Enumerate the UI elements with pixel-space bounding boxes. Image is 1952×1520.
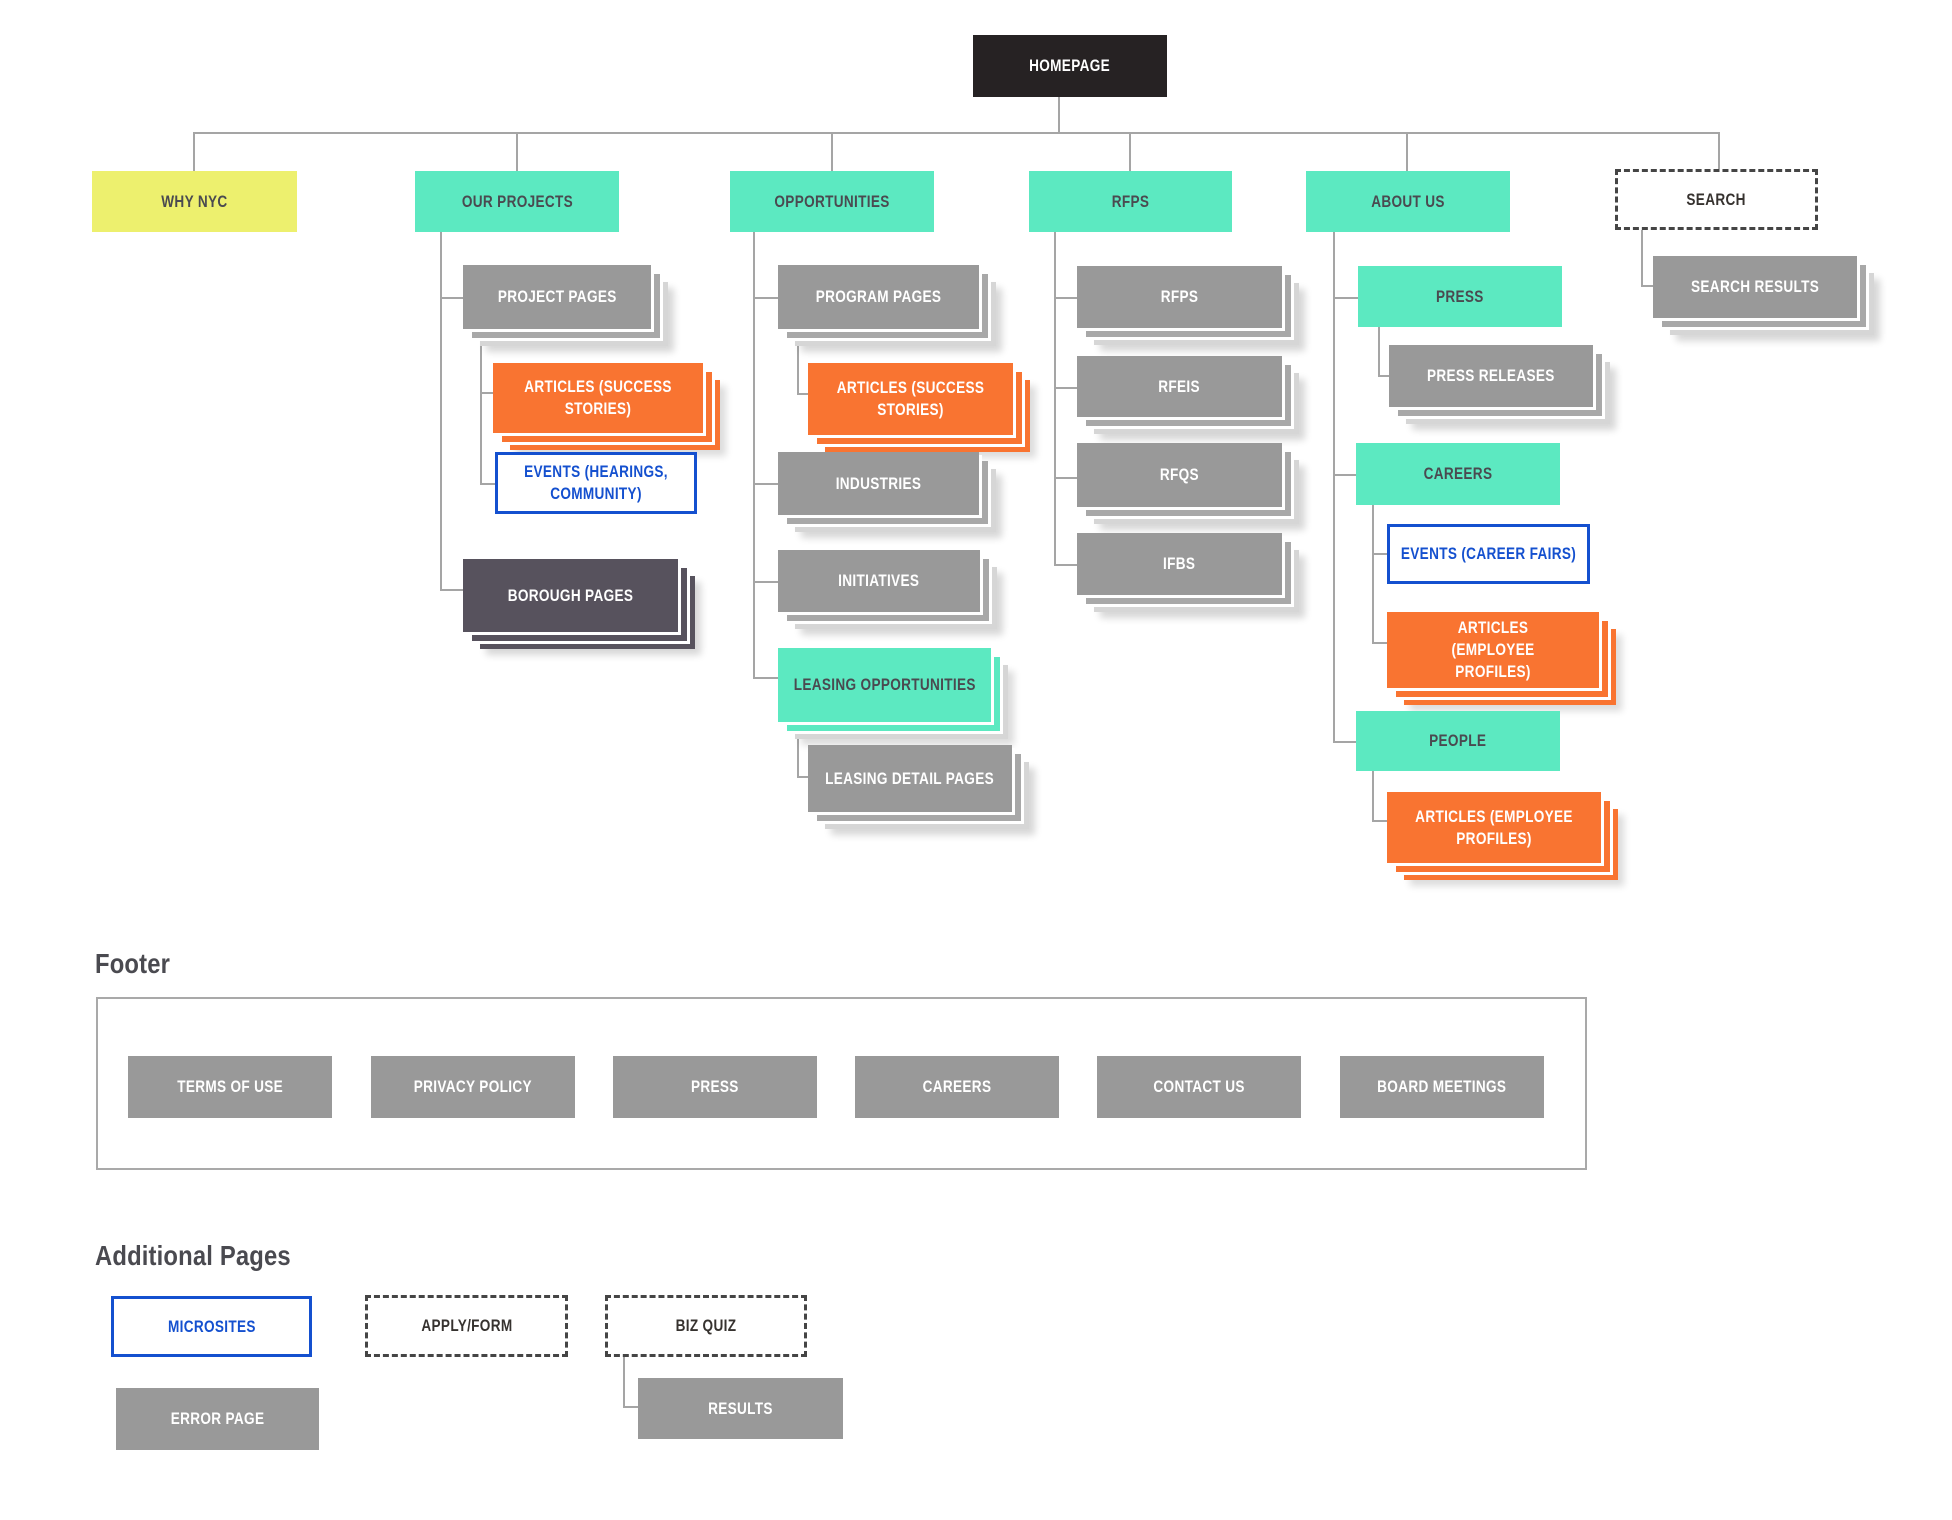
connector-line xyxy=(1378,327,1380,377)
connector-line xyxy=(1058,97,1060,132)
connector-line xyxy=(1129,132,1131,171)
node-search-results: SEARCH RESULTS xyxy=(1653,256,1857,318)
connector-line xyxy=(1372,820,1387,822)
connector-line xyxy=(753,232,755,679)
connector-line xyxy=(480,329,482,484)
connector-line xyxy=(1372,771,1374,822)
node-industries: INDUSTRIES xyxy=(778,452,979,515)
connector-line xyxy=(753,297,778,299)
node-microsites: MICROSITES xyxy=(111,1296,312,1357)
node-initiatives: INITIATIVES xyxy=(778,550,980,612)
footer-link-press: PRESS xyxy=(613,1056,817,1118)
node-biz-quiz: BIZ QUIZ xyxy=(605,1295,807,1357)
connector-line xyxy=(1372,553,1387,555)
node-apply-form: APPLY/FORM xyxy=(365,1295,568,1357)
node-careers: CAREERS xyxy=(1356,443,1560,505)
node-program-pages: PROGRAM PAGES xyxy=(778,265,979,329)
node-articles-success-stories: ARTICLES (SUCCESS STORIES) xyxy=(493,363,703,433)
node-search: SEARCH xyxy=(1615,169,1818,230)
node-rfps-list: RFPS xyxy=(1077,266,1282,328)
connector-line xyxy=(797,776,808,778)
additional-pages-section-title: Additional Pages xyxy=(95,1240,291,1271)
connector-line xyxy=(480,392,493,394)
connector-line xyxy=(1333,297,1358,299)
node-press: PRESS xyxy=(1358,266,1562,327)
connector-line xyxy=(1372,505,1374,644)
connector-line xyxy=(753,677,778,679)
connector-line xyxy=(1333,474,1356,476)
node-articles-success-stories: ARTICLES (SUCCESS STORIES) xyxy=(808,363,1013,435)
connector-line xyxy=(1406,132,1408,171)
node-why-nyc: WHY NYC xyxy=(92,171,297,232)
connector-line xyxy=(797,722,799,778)
node-events-career-fairs: EVENTS (CAREER FAIRS) xyxy=(1387,524,1590,584)
connector-line xyxy=(440,232,442,591)
connector-line xyxy=(797,393,808,395)
connector-line xyxy=(753,581,778,583)
connector-line xyxy=(1333,232,1335,743)
node-rfqs: RFQS xyxy=(1077,443,1282,507)
connector-line xyxy=(1054,297,1077,299)
node-events-hearings-community: EVENTS (HEARINGS, COMMUNITY) xyxy=(495,452,697,514)
node-our-projects: OUR PROJECTS xyxy=(415,171,619,232)
footer-link-contact-us: CONTACT US xyxy=(1097,1056,1301,1118)
footer-link-privacy-policy: PRIVACY POLICY xyxy=(371,1056,575,1118)
connector-line xyxy=(1054,564,1077,566)
node-results: RESULTS xyxy=(638,1378,843,1439)
connector-line xyxy=(480,483,495,485)
node-leasing-opportunities: LEASING OPPORTUNITIES xyxy=(778,648,991,722)
node-rfps: RFPS xyxy=(1029,171,1232,232)
connector-line xyxy=(1333,741,1356,743)
footer-link-board-meetings: BOARD MEETINGS xyxy=(1340,1056,1544,1118)
connector-line xyxy=(1378,375,1389,377)
node-people: PEOPLE xyxy=(1356,711,1560,771)
connector-line xyxy=(1054,477,1077,479)
connector-line xyxy=(831,132,833,171)
node-rfeis: RFEIS xyxy=(1077,356,1282,417)
node-homepage: HOMEPAGE xyxy=(973,35,1167,97)
connector-line xyxy=(193,132,1720,134)
connector-line xyxy=(1641,230,1643,287)
footer-link-terms-of-use: TERMS OF USE xyxy=(128,1056,332,1118)
connector-line xyxy=(1372,642,1387,644)
connector-line xyxy=(623,1357,625,1408)
node-error-page: ERROR PAGE xyxy=(116,1388,319,1450)
connector-line xyxy=(1641,285,1653,287)
connector-line xyxy=(440,297,463,299)
node-ifbs: IFBS xyxy=(1077,533,1282,595)
connector-line xyxy=(1718,132,1720,169)
footer-section-title: Footer xyxy=(95,948,171,979)
connector-line xyxy=(516,132,518,171)
connector-line xyxy=(753,483,778,485)
connector-line xyxy=(797,329,799,393)
node-articles-employee-profiles: ARTICLES (EMPLOYEE PROFILES) xyxy=(1387,792,1601,863)
node-opportunities: OPPORTUNITIES xyxy=(730,171,934,232)
connector-line xyxy=(193,132,195,171)
node-press-releases: PRESS RELEASES xyxy=(1389,345,1593,407)
node-about-us: ABOUT US xyxy=(1306,171,1510,232)
node-articles-employee-profiles: ARTICLES (EMPLOYEE PROFILES) xyxy=(1387,612,1599,688)
node-leasing-detail-pages: LEASING DETAIL PAGES xyxy=(808,745,1012,812)
node-project-pages: PROJECT PAGES xyxy=(463,265,651,329)
connector-line xyxy=(1054,232,1056,566)
footer-panel xyxy=(96,997,1587,1170)
connector-line xyxy=(440,589,463,591)
footer-link-careers: CAREERS xyxy=(855,1056,1059,1118)
connector-line xyxy=(623,1406,638,1408)
connector-line xyxy=(1054,387,1077,389)
node-borough-pages: BOROUGH PAGES xyxy=(463,559,678,632)
